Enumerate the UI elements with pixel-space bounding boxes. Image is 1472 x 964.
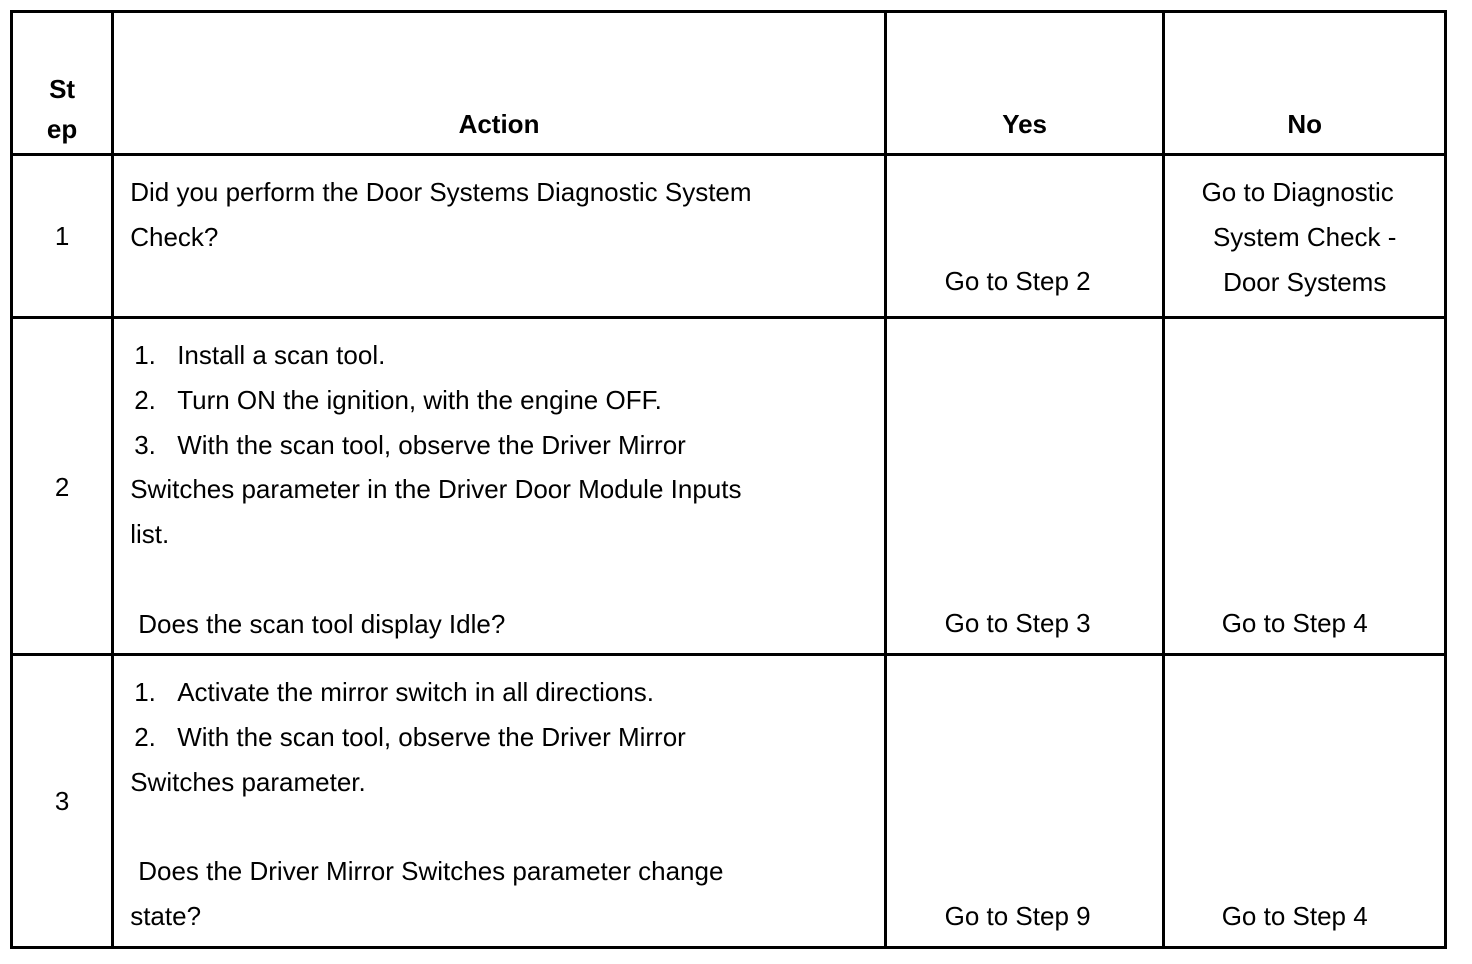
no-result: Go to Step 4 xyxy=(1221,608,1368,638)
action-text-cont: list. xyxy=(130,519,170,550)
yes-result: Go to Step 3 xyxy=(944,608,1091,638)
step-number: 3 xyxy=(54,786,70,816)
header-step-line1: St xyxy=(49,74,76,104)
header-no: No xyxy=(1162,10,1447,156)
list-item: 3.With the scan tool, observe the Driver… xyxy=(134,429,686,460)
action-question: Does the scan tool display Idle? xyxy=(138,608,506,639)
step-number: 2 xyxy=(54,472,70,502)
action-question-cont: state? xyxy=(130,900,202,931)
list-item: 2.With the scan tool, observe the Driver… xyxy=(134,721,686,752)
no-result: Go to Step 4 xyxy=(1221,901,1368,931)
no-cell: Go to Step 4 xyxy=(1162,316,1447,656)
table-row: 1 Did you perform the Door Systems Diagn… xyxy=(9,153,1447,319)
list-item: 1.Activate the mirror switch in all dire… xyxy=(134,677,655,707)
no-result-line2: System Check - xyxy=(1212,221,1397,252)
list-item: 1.Install a scan tool. xyxy=(134,340,386,370)
yes-cell: Go to Step 3 xyxy=(883,316,1166,656)
yes-result: Go to Step 9 xyxy=(944,901,1091,931)
header-yes: Yes xyxy=(883,10,1166,156)
no-result-line3: Door Systems xyxy=(1223,266,1387,297)
yes-cell: Go to Step 9 xyxy=(883,653,1166,949)
no-result-line1: Go to Diagnostic xyxy=(1201,177,1394,207)
action-cell: 1.Activate the mirror switch in all dire… xyxy=(111,653,887,949)
action-question: Does the Driver Mirror Switches paramete… xyxy=(138,856,724,887)
action-cell: 1.Install a scan tool. 2.Turn ON the ign… xyxy=(111,316,887,656)
header-step: St ep xyxy=(9,10,115,156)
step-cell: 3 xyxy=(9,653,115,949)
yes-result: Go to Step 2 xyxy=(944,266,1091,296)
no-cell: Go to Step 4 xyxy=(1162,653,1447,949)
action-text-cont: Switches parameter in the Driver Door Mo… xyxy=(130,474,742,505)
header-step-line2: ep xyxy=(46,114,78,144)
yes-cell: Go to Step 2 xyxy=(883,153,1166,319)
no-cell: Go to Diagnostic System Check - Door Sys… xyxy=(1162,153,1447,319)
table-row: 3 1.Activate the mirror switch in all di… xyxy=(9,653,1447,949)
diagnostic-table: St ep Action Yes No 1 Did you perform th… xyxy=(9,10,1447,949)
header-action: Action xyxy=(111,10,887,156)
action-cell: Did you perform the Door Systems Diagnos… xyxy=(111,153,887,319)
step-number: 1 xyxy=(54,221,70,251)
list-item: 2.Turn ON the ignition, with the engine … xyxy=(134,384,662,415)
table-header-row: St ep Action Yes No xyxy=(9,10,1447,156)
action-text: Did you perform the Door Systems Diagnos… xyxy=(130,177,752,207)
step-cell: 1 xyxy=(9,153,115,319)
table-row: 2 1.Install a scan tool. 2.Turn ON the i… xyxy=(9,316,1447,656)
action-text-cont: Switches parameter. xyxy=(130,766,366,797)
step-cell: 2 xyxy=(9,316,115,656)
action-text-cont: Check? xyxy=(130,221,219,252)
